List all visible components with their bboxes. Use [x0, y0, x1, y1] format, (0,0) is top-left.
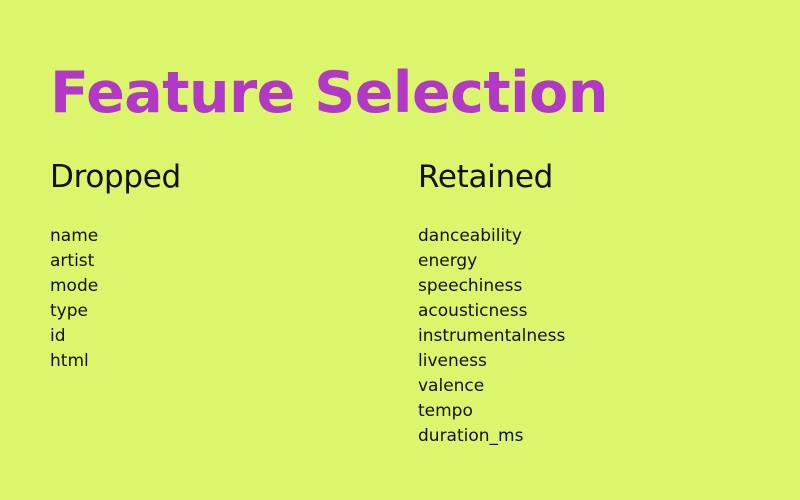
retained-item: duration_ms	[418, 426, 524, 446]
retained-item: energy	[418, 251, 478, 271]
dropped-item: name	[50, 226, 99, 246]
dropped-item: artist	[50, 251, 95, 271]
dropped-column: Dropped name artist mode type id html	[50, 154, 390, 371]
dropped-item: type	[50, 301, 88, 321]
retained-item: danceability	[418, 226, 522, 246]
retained-item: tempo	[418, 401, 473, 421]
retained-item: speechiness	[418, 276, 523, 296]
retained-list: danceability energy speechiness acoustic…	[418, 224, 565, 449]
dropped-item: html	[50, 351, 89, 371]
retained-item: instrumentalness	[418, 326, 566, 346]
dropped-list: name artist mode type id html	[50, 224, 98, 374]
slide-title: Feature Selection	[50, 60, 608, 126]
retained-item: valence	[418, 376, 485, 396]
dropped-item: id	[50, 326, 66, 346]
dropped-heading: Dropped	[50, 159, 181, 195]
dropped-item: mode	[50, 276, 99, 296]
retained-heading: Retained	[418, 159, 553, 195]
retained-column: Retained danceability energy speechiness…	[418, 154, 758, 446]
retained-item: liveness	[418, 351, 487, 371]
retained-item: acousticness	[418, 301, 528, 321]
